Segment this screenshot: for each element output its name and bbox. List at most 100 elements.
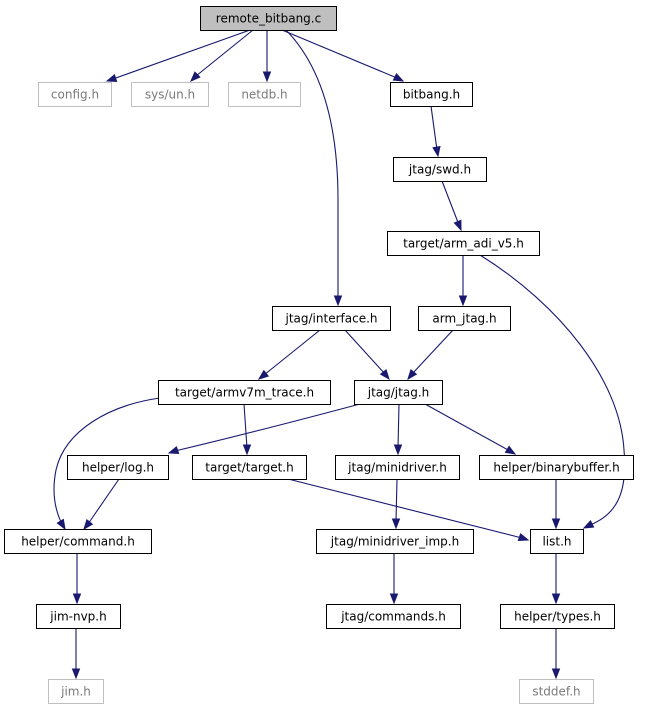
node-label: list.h xyxy=(542,535,571,549)
edge-line xyxy=(424,403,511,452)
arrowhead-icon xyxy=(333,295,343,307)
node-label: remote_bitbang.c xyxy=(216,12,321,26)
node-box xyxy=(500,604,615,629)
node-box xyxy=(4,529,152,554)
node-label: target/armv7m_trace.h xyxy=(175,386,314,400)
node-box xyxy=(38,82,112,107)
arrowhead-icon xyxy=(72,593,82,605)
node-box xyxy=(354,380,443,405)
edge-line xyxy=(441,180,460,226)
edge-target-to-list xyxy=(287,478,530,542)
node-box xyxy=(316,529,474,554)
edge-arm_adi-to-arm_jtag xyxy=(458,255,468,307)
edge-types-to-stddef xyxy=(551,628,561,680)
node-label: stddef.h xyxy=(532,685,580,699)
arrowhead-icon xyxy=(262,71,272,83)
node-label: jtag/swd.h xyxy=(408,163,471,177)
node-config: config.h xyxy=(38,82,112,107)
node-box xyxy=(192,455,307,480)
node-box xyxy=(200,6,337,31)
node-label: helper/log.h xyxy=(82,461,154,475)
node-jtag[interactable]: jtag/jtag.h xyxy=(354,380,443,405)
edge-line xyxy=(395,478,398,523)
node-label: jim.h xyxy=(60,685,91,699)
edge-line xyxy=(53,397,161,525)
edge-minidriver_imp-to-commands xyxy=(389,553,399,605)
node-label: helper/binarybuffer.h xyxy=(493,461,619,475)
node-minidriver_imp[interactable]: jtag/minidriver_imp.h xyxy=(316,529,474,554)
node-target[interactable]: target/target.h xyxy=(192,455,307,480)
node-box xyxy=(158,380,331,405)
arrowhead-icon xyxy=(504,445,517,455)
node-box xyxy=(418,306,511,331)
node-commands[interactable]: jtag/commands.h xyxy=(326,604,461,629)
edge-binarybuffer-to-list xyxy=(551,479,561,530)
node-box xyxy=(272,306,391,331)
edges xyxy=(53,29,626,680)
node-box xyxy=(48,679,104,704)
edge-list-to-types xyxy=(551,553,561,605)
edge-swd-to-arm_adi xyxy=(441,180,462,232)
node-bitbang[interactable]: bitbang.h xyxy=(390,82,473,107)
node-binarybuffer[interactable]: helper/binarybuffer.h xyxy=(479,455,634,480)
node-label: jtag/minidriver.h xyxy=(347,461,447,475)
node-jimnvp[interactable]: jim-nvp.h xyxy=(36,604,121,629)
arrowhead-icon xyxy=(393,444,403,456)
edge-line xyxy=(112,29,251,80)
arrowhead-icon xyxy=(105,73,118,83)
arrowhead-icon xyxy=(551,668,561,680)
edge-line xyxy=(263,329,321,376)
node-interface[interactable]: jtag/interface.h xyxy=(272,306,391,331)
node-label: config.h xyxy=(51,88,99,102)
edge-jtag-to-log xyxy=(167,403,361,455)
arrowhead-icon xyxy=(391,518,401,530)
node-types[interactable]: helper/types.h xyxy=(500,604,615,629)
node-log[interactable]: helper/log.h xyxy=(67,455,169,480)
edge-interface-to-armv7m xyxy=(257,329,321,380)
edge-remote_bitbang-to-sysun xyxy=(190,29,254,82)
node-command[interactable]: helper/command.h xyxy=(4,529,152,554)
edge-bitbang-to-swd xyxy=(430,105,441,158)
node-label: target/arm_adi_v5.h xyxy=(403,237,524,251)
node-label: jtag/interface.h xyxy=(285,312,378,326)
node-swd[interactable]: jtag/swd.h xyxy=(393,157,487,182)
edge-line xyxy=(287,478,523,539)
edge-jimnvp-to-jim xyxy=(71,628,81,680)
node-label: jtag/minidriver_imp.h xyxy=(330,535,459,549)
node-box xyxy=(67,455,169,480)
arrowhead-icon xyxy=(458,295,468,307)
node-box xyxy=(387,231,540,256)
edge-log-to-command xyxy=(83,478,120,531)
arrowhead-icon xyxy=(257,369,270,380)
node-list[interactable]: list.h xyxy=(530,529,584,554)
edge-line xyxy=(344,329,386,375)
node-arm_jtag[interactable]: arm_jtag.h xyxy=(418,306,511,331)
edge-line xyxy=(195,29,254,77)
node-box xyxy=(393,157,487,182)
edge-line xyxy=(479,254,626,526)
edge-armv7m-to-command xyxy=(53,397,161,531)
edge-jtag-to-binarybuffer xyxy=(424,403,517,455)
node-box xyxy=(326,604,461,629)
node-remote_bitbang[interactable]: remote_bitbang.c xyxy=(200,6,337,31)
node-jim: jim.h xyxy=(48,679,104,704)
edge-line xyxy=(430,105,438,151)
edge-command-to-jimnvp xyxy=(72,553,82,605)
node-label: bitbang.h xyxy=(403,88,460,102)
arrowhead-icon xyxy=(56,518,66,531)
edge-interface-to-jtag xyxy=(344,329,390,381)
node-box xyxy=(36,604,121,629)
arrowhead-icon xyxy=(379,368,390,381)
arrowhead-icon xyxy=(517,532,530,542)
node-arm_adi[interactable]: target/arm_adi_v5.h xyxy=(387,231,540,256)
arrowhead-icon xyxy=(551,593,561,605)
edge-line xyxy=(87,478,120,525)
edge-minidriver-to-minidriver_imp xyxy=(391,478,401,530)
arrowhead-icon xyxy=(190,71,201,82)
node-armv7m[interactable]: target/armv7m_trace.h xyxy=(158,380,331,405)
node-minidriver[interactable]: jtag/minidriver.h xyxy=(335,455,460,480)
node-label: helper/types.h xyxy=(514,610,601,624)
node-label: jim-nvp.h xyxy=(49,610,106,624)
